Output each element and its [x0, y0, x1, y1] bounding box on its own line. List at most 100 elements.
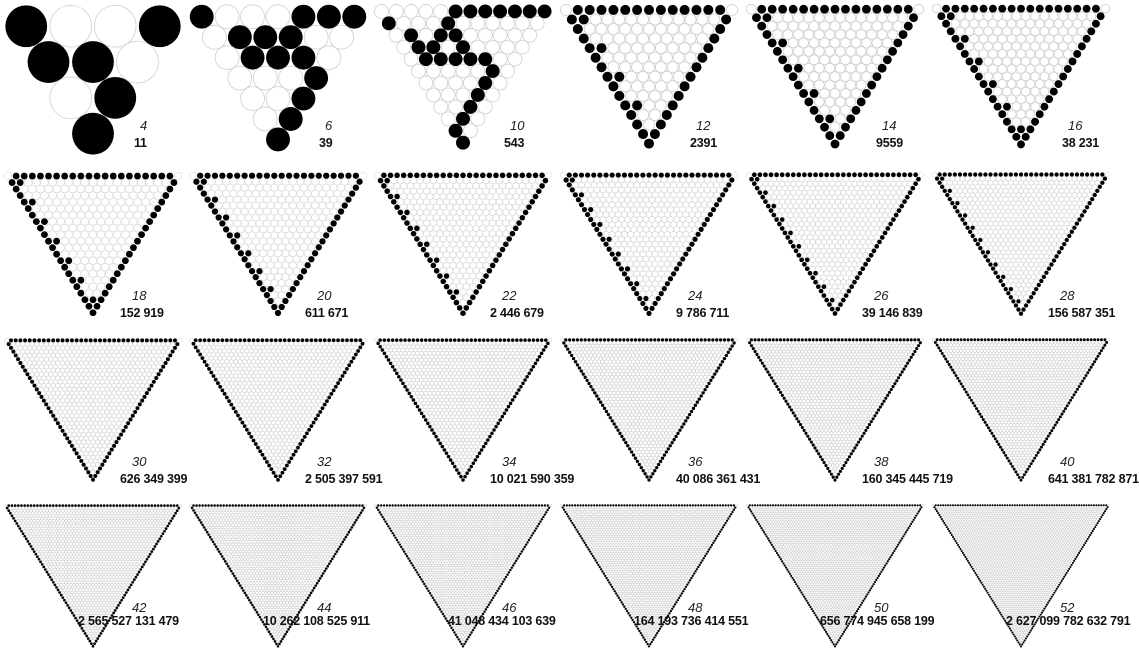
empty-dot — [826, 265, 833, 272]
empty-dot — [1023, 196, 1029, 202]
empty-dot — [798, 221, 805, 227]
empty-dot — [113, 401, 119, 407]
empty-dot — [708, 13, 721, 26]
empty-dot — [206, 352, 212, 357]
filled-dot — [499, 172, 506, 179]
empty-dot — [1053, 245, 1060, 251]
empty-dot — [1028, 253, 1034, 260]
empty-dot — [252, 237, 260, 246]
empty-dot — [295, 359, 301, 365]
empty-dot — [613, 13, 626, 26]
empty-dot — [980, 241, 986, 247]
empty-dot — [1031, 266, 1037, 272]
empty-dot — [260, 445, 265, 450]
empty-dot — [109, 341, 115, 347]
empty-dot — [273, 466, 279, 472]
filled-dot — [643, 138, 655, 149]
empty-dot — [24, 178, 33, 187]
empty-dot — [64, 204, 73, 213]
filled-dot — [946, 27, 955, 36]
empty-dot — [284, 341, 290, 347]
empty-dot — [846, 261, 852, 268]
empty-dot — [639, 211, 646, 218]
filled-dot — [778, 4, 788, 14]
empty-dot — [102, 375, 108, 381]
filled-dot — [226, 232, 233, 239]
empty-dot — [987, 212, 994, 219]
filled-dot — [394, 193, 400, 200]
empty-dot — [344, 183, 353, 192]
empty-dot — [426, 214, 434, 222]
filled-dot — [903, 4, 913, 14]
filled-dot — [260, 338, 265, 343]
empty-dot — [208, 355, 214, 361]
empty-dot — [291, 395, 296, 400]
empty-dot — [462, 240, 470, 248]
empty-dot — [83, 390, 89, 396]
filled-dot — [910, 185, 916, 191]
empty-dot — [306, 341, 312, 347]
empty-dot — [472, 203, 480, 211]
empty-dot — [104, 371, 110, 377]
empty-dot — [1038, 196, 1044, 202]
empty-dot — [429, 219, 437, 227]
filled-dot — [330, 172, 337, 179]
empty-dot — [359, 171, 368, 180]
empty-dot — [1063, 18, 1073, 29]
empty-dot — [273, 395, 279, 400]
empty-dot — [142, 364, 147, 370]
empty-dot — [826, 292, 833, 299]
empty-dot — [824, 62, 836, 74]
empty-dot — [292, 231, 301, 240]
empty-dot — [1018, 253, 1024, 260]
filled-dot — [291, 4, 316, 29]
filled-dot — [606, 246, 612, 252]
empty-dot — [882, 37, 893, 49]
empty-dot — [331, 366, 336, 372]
empty-dot — [226, 207, 234, 216]
empty-dot — [670, 241, 677, 248]
empty-dot — [97, 178, 106, 187]
filled-dot — [851, 105, 861, 115]
empty-dot — [84, 224, 93, 233]
empty-dot — [624, 246, 631, 253]
empty-dot — [137, 356, 143, 362]
filled-dot — [546, 341, 550, 346]
empty-dot — [213, 362, 219, 368]
empty-dot — [1087, 175, 1093, 182]
empty-dot — [1005, 274, 1011, 280]
empty-dot — [812, 234, 819, 241]
empty-dot — [645, 221, 653, 228]
empty-dot — [29, 341, 35, 347]
filled-dot — [433, 257, 440, 263]
empty-dot — [809, 185, 816, 192]
empty-dot — [271, 398, 276, 404]
empty-dot — [251, 345, 256, 350]
empty-dot — [676, 231, 683, 238]
empty-dot — [658, 270, 665, 277]
empty-dot — [81, 349, 87, 355]
empty-dot — [1030, 101, 1040, 112]
filled-dot — [46, 406, 51, 411]
empty-dot — [479, 256, 487, 264]
filled-dot — [868, 252, 874, 258]
empty-dot — [137, 217, 146, 226]
empty-dot — [1010, 266, 1017, 272]
filled-dot — [852, 172, 857, 178]
empty-dot — [1064, 180, 1070, 186]
empty-dot — [679, 216, 686, 223]
empty-dot — [1036, 200, 1042, 206]
empty-dot — [829, 20, 841, 32]
empty-dot — [784, 189, 791, 196]
empty-dot — [848, 203, 855, 209]
empty-dot — [654, 61, 667, 74]
filled-dot — [602, 71, 613, 82]
empty-dot — [821, 203, 827, 209]
empty-dot — [220, 345, 225, 350]
empty-dot — [151, 349, 157, 355]
empty-dot — [240, 341, 245, 347]
empty-dot — [676, 250, 683, 258]
empty-dot — [291, 438, 296, 443]
empty-dot — [293, 384, 299, 390]
empty-dot — [433, 193, 440, 200]
